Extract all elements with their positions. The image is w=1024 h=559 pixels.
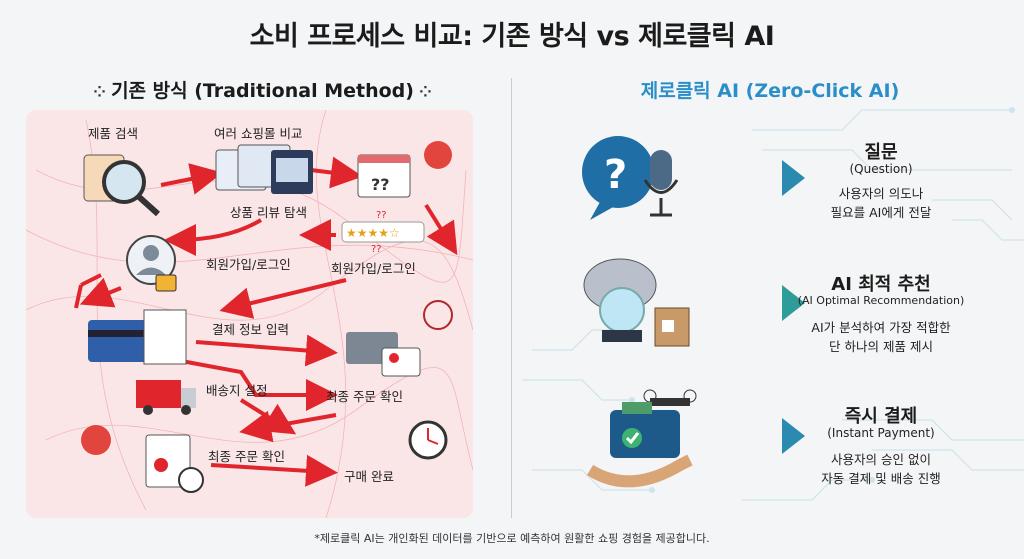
- step-recommend-desc-2: 단 하나의 제품 제시: [829, 339, 933, 354]
- alarm-clock-icon: [408, 420, 448, 460]
- clipboard-error-icon: [145, 434, 204, 493]
- browser-windows-icon: [215, 144, 313, 194]
- step-question-title: 질문: [864, 142, 898, 163]
- angry-face-icon: [424, 141, 452, 169]
- flow-arrow-head: [782, 160, 805, 196]
- traditional-heading-text: 기존 방식 (Traditional Method): [111, 80, 414, 102]
- step-question-desc-2: 필요를 AI에게 전달: [830, 205, 932, 220]
- confused-window-icon: ??: [357, 154, 411, 198]
- emphasis-lines-icon: ⁘: [413, 83, 432, 101]
- svg-text:??: ??: [376, 210, 387, 221]
- emphasis-lines-icon: ⁘: [93, 83, 112, 101]
- product-box-icon: [654, 307, 690, 347]
- brain-crystal-ball-icon: [583, 258, 657, 342]
- traditional-heading: ⁘ 기존 방식 (Traditional Method) ⁘: [90, 76, 435, 103]
- step-question-subtitle: (Question): [849, 162, 913, 176]
- star-rating-icon: ★★★★☆ ?? ??: [341, 210, 425, 255]
- label-signup-login-b: 회원가입/로그인: [331, 261, 416, 276]
- question-bubble-icon: ?: [582, 136, 654, 220]
- credit-card-icon: [88, 309, 187, 365]
- step-recommend-desc-1: AI가 분석하여 가장 적합한: [811, 320, 951, 335]
- label-compare-malls: 여러 쇼핑몰 비교: [214, 126, 303, 141]
- delivery-truck-icon: [136, 380, 196, 415]
- label-shipping: 배송지 설정: [206, 383, 268, 398]
- label-final-check-a: 최종 주문 확인: [326, 389, 403, 404]
- label-purchase-done: 구매 완료: [344, 469, 394, 484]
- svg-text:?: ?: [604, 152, 627, 198]
- step-question-desc-1: 사용자의 의도나: [838, 186, 924, 201]
- footnote: *제로클릭 AI는 개인화된 데이터를 기반으로 예측하여 원활한 쇼핑 경험을…: [314, 532, 710, 545]
- label-product-search: 제품 검색: [88, 126, 138, 141]
- step-recommend-title: AI 최적 추천: [831, 274, 931, 295]
- step-payment-desc-2: 자동 결제 및 배송 진행: [821, 471, 941, 486]
- zero-click-icons: ?: [582, 136, 805, 488]
- zero-click-heading: 제로클릭 AI (Zero-Click AI): [640, 80, 900, 102]
- step-recommend-subtitle: (AI Optimal Recommendation): [797, 294, 965, 307]
- step-payment-title: 즉시 결제: [844, 406, 918, 427]
- magnifier-icon: [83, 154, 161, 217]
- wallet-check-icon: [610, 402, 680, 458]
- card-pin-icon: [346, 332, 421, 377]
- hand-icon: [586, 454, 693, 488]
- flow-arrow-head: [782, 418, 805, 454]
- angry-face-icon: [81, 425, 111, 455]
- svg-text:??: ??: [371, 175, 390, 194]
- loop-arrow: [74, 273, 102, 309]
- traditional-flow-diagram: ?? ★★★★☆ ?? ??: [26, 110, 473, 518]
- label-final-check-b: 최종 주문 확인: [208, 449, 285, 464]
- label-payment-info: 결제 정보 입력: [212, 322, 289, 337]
- svg-text:★★★★☆: ★★★★☆: [346, 226, 400, 240]
- page-title: 소비 프로세스 비교: 기존 방식 vs 제로클릭 AI: [249, 21, 775, 52]
- svg-text:??: ??: [371, 244, 382, 255]
- label-signup-login-a: 회원가입/로그인: [206, 257, 291, 272]
- step-payment-desc-1: 사용자의 승인 없이: [831, 452, 931, 467]
- label-review-explore: 상품 리뷰 탐색: [230, 205, 307, 220]
- microphone-icon: [643, 150, 679, 217]
- step-payment-subtitle: (Instant Payment): [827, 426, 935, 440]
- user-lock-icon: [126, 235, 177, 292]
- section-divider: [511, 78, 512, 518]
- tangled-scribble-icon: [423, 300, 453, 330]
- traditional-flow-panel: ?? ★★★★☆ ?? ??: [26, 110, 473, 518]
- flow-arrows: [79, 156, 458, 487]
- flow-arrow-head: [782, 285, 805, 321]
